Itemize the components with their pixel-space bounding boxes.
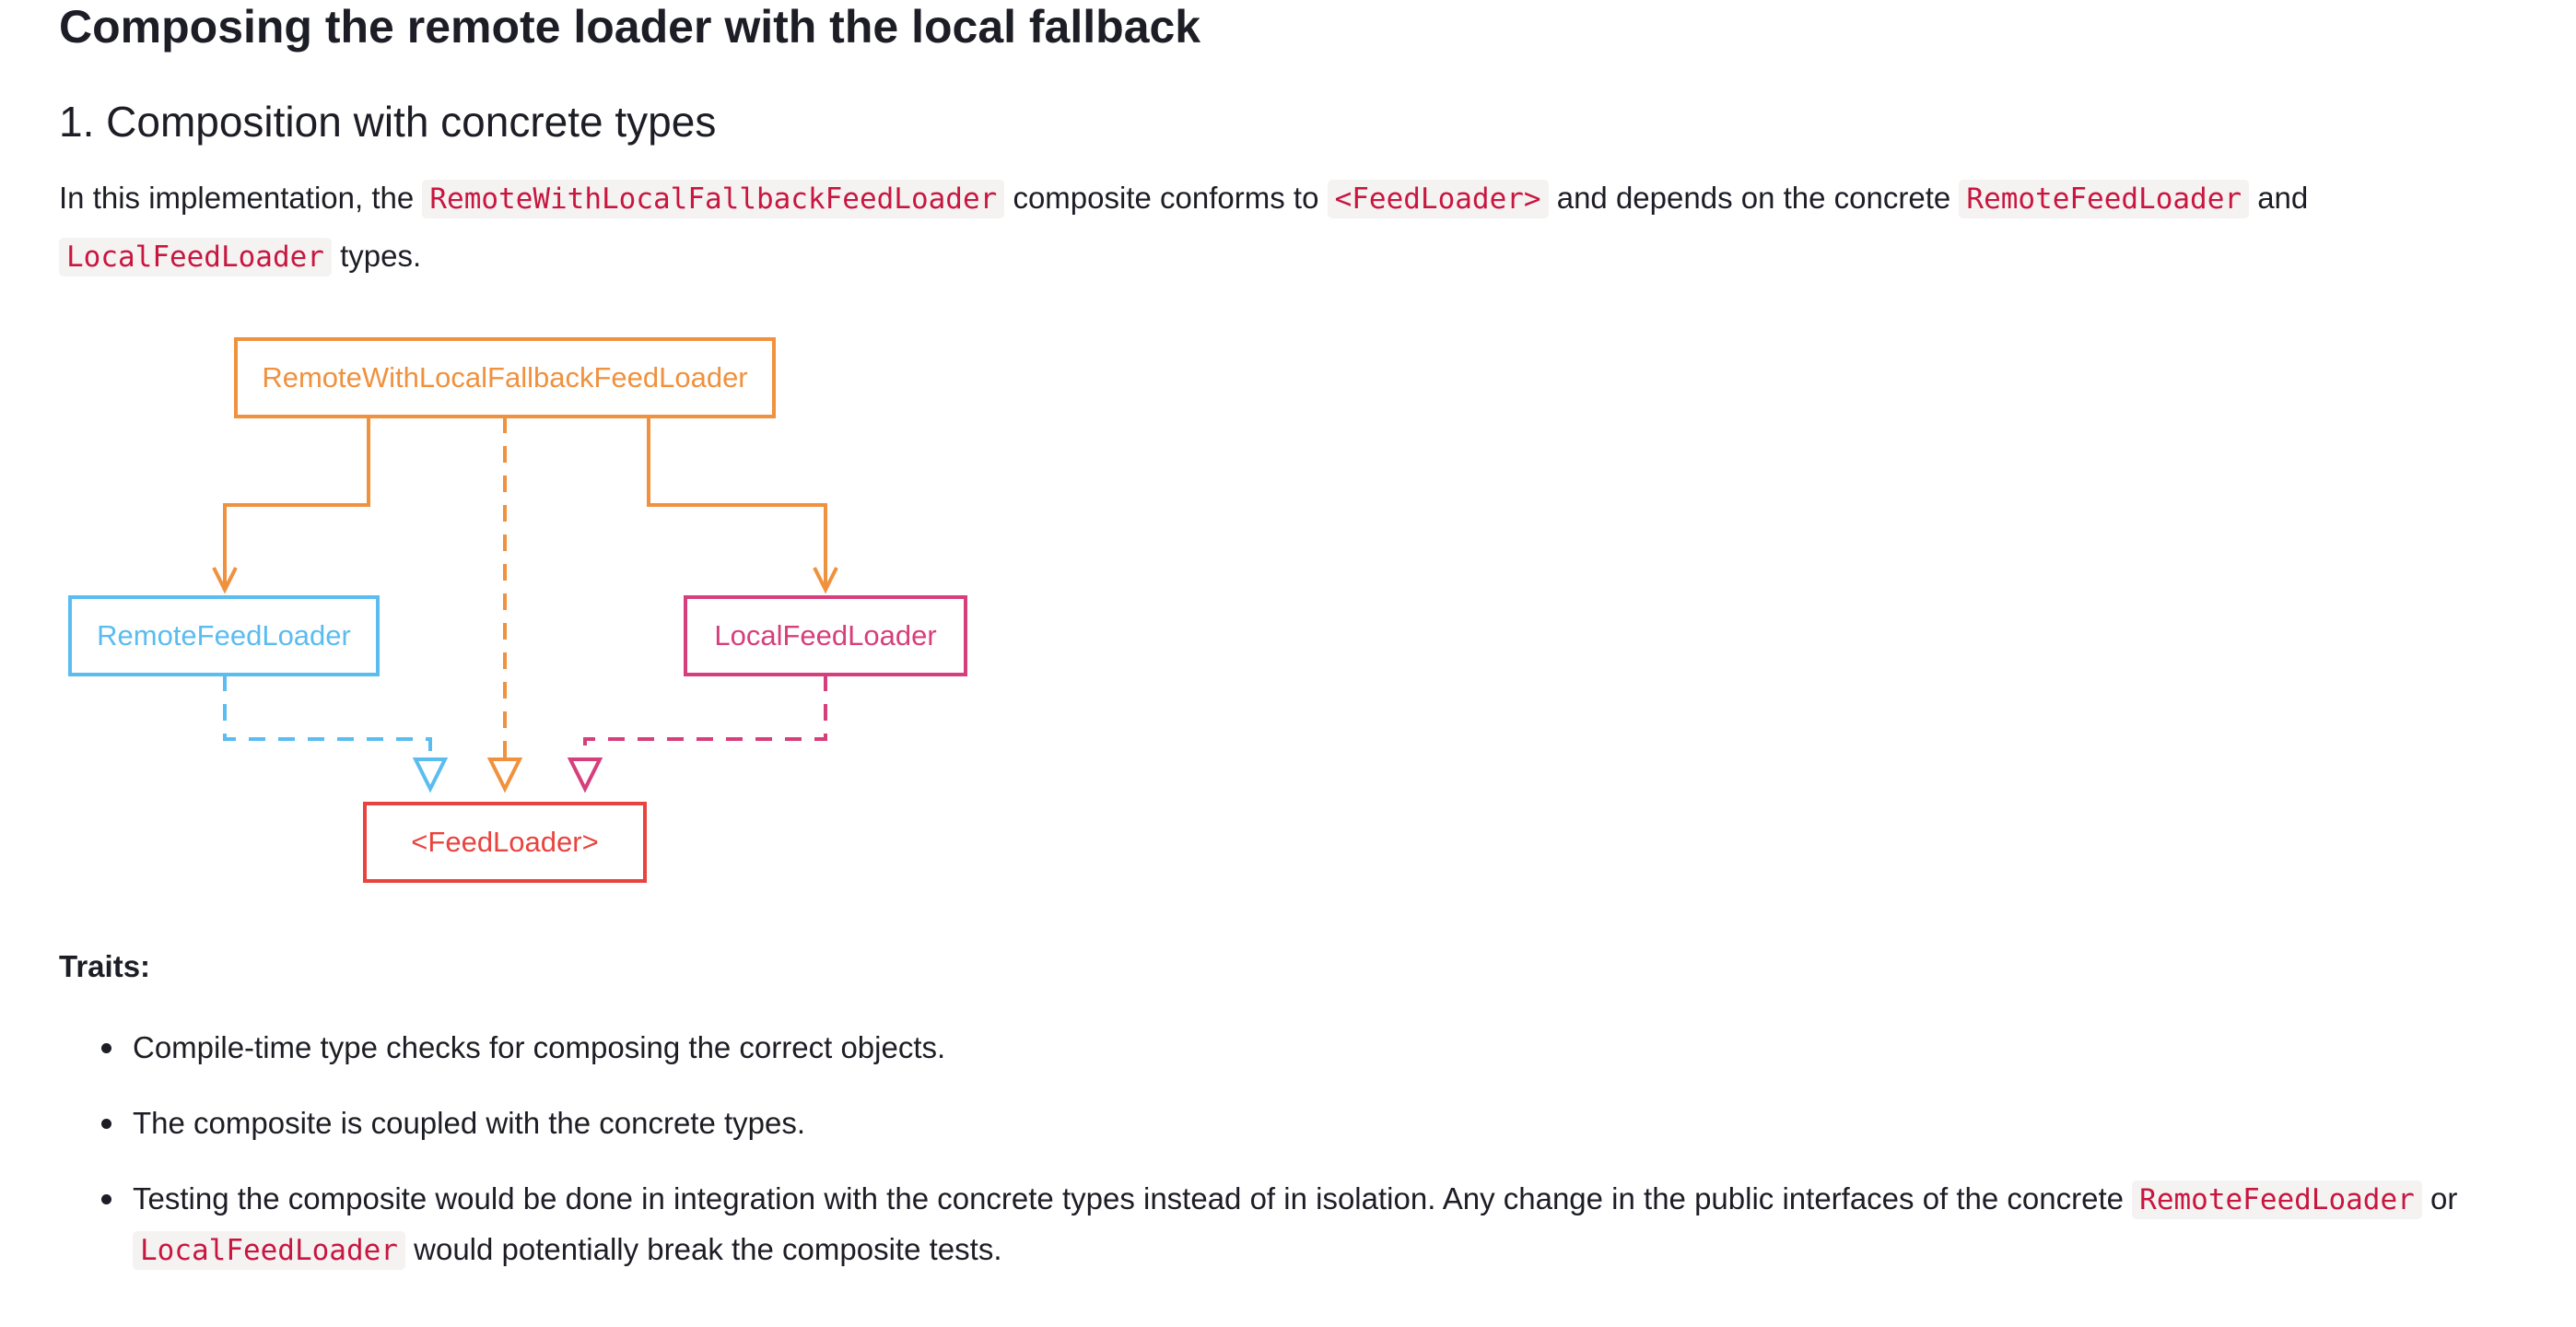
intro-text-4: and <box>2249 181 2309 215</box>
code-remote-type: RemoteFeedLoader <box>2132 1180 2422 1219</box>
trait-item: The composite is coupled with the concre… <box>101 1098 2576 1148</box>
page-title: Composing the remote loader with the loc… <box>59 1 1201 53</box>
trait-text: The composite is coupled with the concre… <box>133 1106 806 1140</box>
trait-text: Compile-time type checks for composing t… <box>133 1030 946 1064</box>
code-composite-type: RemoteWithLocalFallbackFeedLoader <box>422 180 1005 218</box>
section-title: 1. Composition with concrete types <box>59 98 717 146</box>
bullet-icon <box>101 1194 111 1204</box>
local-node-label: LocalFeedLoader <box>714 619 936 652</box>
code-feedloader-protocol: <FeedLoader> <box>1327 180 1549 218</box>
trait-text-2: or <box>2421 1181 2458 1215</box>
protocol-node-label: <FeedLoader> <box>411 826 598 858</box>
code-local-type: LocalFeedLoader <box>133 1231 405 1270</box>
intro-text-5: types. <box>331 239 422 273</box>
bullet-icon <box>101 1043 111 1053</box>
trait-text-3: would potentially break the composite te… <box>404 1232 1002 1266</box>
local-conforms-arrow <box>567 675 827 793</box>
composite-to-local-arrow <box>647 417 838 594</box>
trait-item: Testing the composite would be done in i… <box>101 1174 2576 1275</box>
remote-node: RemoteFeedLoader <box>68 595 380 676</box>
intro-paragraph: In this implementation, the RemoteWithLo… <box>59 170 2473 286</box>
intro-text-1: In this implementation, the <box>59 181 423 215</box>
remote-node-label: RemoteFeedLoader <box>97 619 351 652</box>
intro-text-3: and depends on the concrete <box>1548 181 1960 215</box>
composite-to-remote-arrow <box>212 417 370 594</box>
remote-conforms-arrow <box>223 675 449 793</box>
trait-text-1: Testing the composite would be done in i… <box>133 1181 2133 1215</box>
composition-diagram: RemoteWithLocalFallbackFeedLoader Remote… <box>68 337 967 883</box>
code-remote-type: RemoteFeedLoader <box>1959 180 2250 218</box>
traits-heading: Traits: <box>59 949 151 983</box>
code-local-type: LocalFeedLoader <box>59 238 332 276</box>
trait-item: Compile-time type checks for composing t… <box>101 1023 2576 1073</box>
bullet-icon <box>101 1119 111 1129</box>
composite-conforms-arrow <box>486 417 523 793</box>
local-node: LocalFeedLoader <box>684 595 967 676</box>
intro-text-2: composite conforms to <box>1004 181 1328 215</box>
composite-node: RemoteWithLocalFallbackFeedLoader <box>234 337 776 418</box>
protocol-node: <FeedLoader> <box>363 802 647 883</box>
composite-node-label: RemoteWithLocalFallbackFeedLoader <box>262 361 747 393</box>
traits-list: Compile-time type checks for composing t… <box>101 1023 2576 1301</box>
